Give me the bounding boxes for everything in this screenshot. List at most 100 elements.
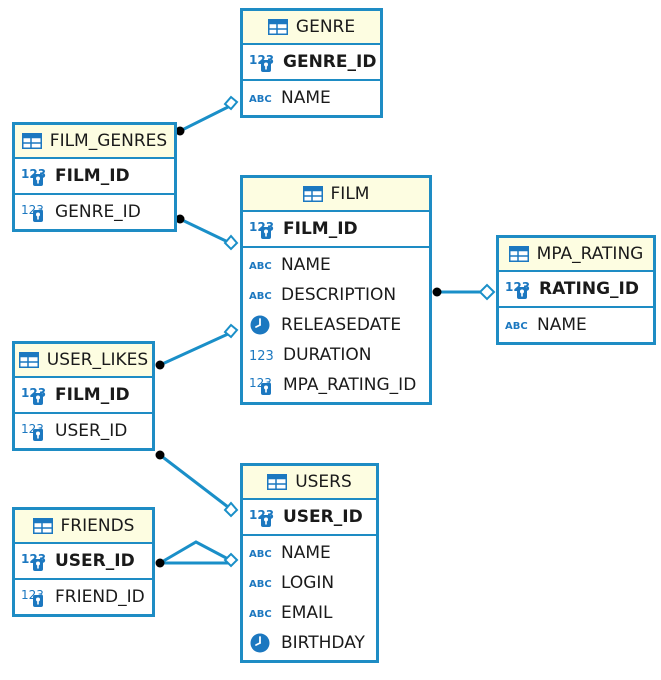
column-name: LOGIN [281,573,335,593]
date-clock-icon [249,632,273,654]
connector-film-genres-genre [179,105,229,133]
numeric-key-icon: 123 [21,586,47,608]
primary-key-column[interactable]: 123 FILM_ID [15,161,174,191]
column-name: NAME [537,315,587,335]
connector-diamond [223,95,239,111]
entity-title: USER_LIKES [46,350,149,370]
column-row[interactable]: 123 MPA_RATING_ID [243,370,429,400]
connector-dot [155,558,165,568]
primary-key-column[interactable]: 123 GENRE_ID [243,47,380,77]
entity-title: GENRE [295,17,356,37]
connector-dot [175,126,185,136]
entity-header: FILM_GENRES [15,125,174,159]
entity-mpa-rating[interactable]: MPA_RATING 123 RATING_ID ABC NAME [496,235,656,345]
column-row[interactable]: RELEASEDATE [243,310,429,340]
primary-key-column[interactable]: 123 USER_ID [15,546,152,576]
entity-users[interactable]: USERS 123 USER_ID ABC NAME ABC LOGIN ABC… [240,463,379,663]
svg-text:ABC: ABC [249,579,272,590]
numeric-key-icon: 123 [21,201,47,223]
columns-section: ABC NAME ABC LOGIN ABC EMAIL BIRTHDAY [243,536,376,660]
entity-film[interactable]: FILM 123 FILM_ID ABC NAME ABC DESCRIPTIO… [240,175,432,405]
column-row[interactable]: ABC LOGIN [243,568,376,598]
column-row[interactable]: 123 GENRE_ID [15,197,174,227]
entity-header: GENRE [243,11,380,45]
connector-diamond [223,552,239,568]
entity-header: USERS [243,466,376,500]
column-name: USER_ID [55,551,135,571]
column-name: EMAIL [281,603,333,623]
connector-dot [155,360,165,370]
column-row[interactable]: ABC NAME [243,83,380,113]
primary-key-section: 123 USER_ID [15,544,152,580]
column-name: MPA_RATING_ID [283,375,417,395]
columns-section: ABC NAME [499,308,653,342]
primary-key-column[interactable]: 123 USER_ID [243,502,376,532]
column-name: FILM_ID [55,166,130,186]
string-abc-icon: ABC [249,572,273,594]
column-row[interactable]: ABC DESCRIPTION [243,280,429,310]
entity-user-likes[interactable]: USER_LIKES 123 FILM_ID 123 USER_ID [12,341,155,451]
column-name: FILM_ID [55,385,130,405]
numeric-key-icon: 123 [21,384,47,406]
connector-diamond [478,283,496,301]
column-name: GENRE_ID [55,202,141,222]
column-row[interactable]: 123 USER_ID [15,416,152,446]
connector-diamond [223,323,239,339]
primary-key-column[interactable]: 123 RATING_ID [499,274,653,304]
column-row[interactable]: ABC NAME [243,538,376,568]
column-row[interactable]: BIRTHDAY [243,628,376,658]
numeric-key-icon: 123 [249,51,275,73]
numeric-key-icon: 123 [505,278,531,300]
column-name: DESCRIPTION [281,285,397,305]
connector-dot [155,450,165,460]
svg-text:ABC: ABC [505,321,528,332]
column-row[interactable]: ABC EMAIL [243,598,376,628]
string-abc-icon: ABC [249,542,273,564]
entity-title: FILM_GENRES [49,131,168,151]
entity-friends[interactable]: FRIENDS 123 USER_ID 123 FRIEND_ID [12,507,155,617]
primary-key-section: 123 USER_ID [243,500,376,536]
primary-key-column[interactable]: 123 FILM_ID [15,380,152,410]
primary-key-section: 123 RATING_ID [499,272,653,308]
primary-key-section: 123 FILM_ID [243,212,429,248]
primary-key-column[interactable]: 123 FILM_ID [243,214,429,244]
entity-header: FRIENDS [15,510,152,544]
entity-genre[interactable]: GENRE 123 GENRE_ID ABC NAME [240,8,383,118]
table-icon [21,133,42,149]
primary-key-section: 123 GENRE_ID [243,45,380,81]
column-name: USER_ID [283,507,363,527]
numeric-key-icon: 123 [21,165,47,187]
svg-text:ABC: ABC [249,609,272,620]
table-icon [508,246,529,262]
svg-text:ABC: ABC [249,261,272,272]
connector-user-likes-users [159,453,229,509]
column-name: BIRTHDAY [281,633,365,653]
column-row[interactable]: 123 DURATION [243,340,429,370]
column-name: FILM_ID [283,219,358,239]
svg-text:ABC: ABC [249,94,272,105]
numeric-key-icon: 123 [249,218,275,240]
column-row[interactable]: ABC NAME [499,310,653,340]
svg-text:ABC: ABC [249,549,272,560]
connector-dot [432,287,442,297]
column-row[interactable]: ABC NAME [243,250,429,280]
numeric-icon: 123 [249,344,275,366]
entity-film-genres[interactable]: FILM_GENRES 123 FILM_ID 123 GENRE_ID [12,122,177,232]
string-abc-icon: ABC [505,314,529,336]
connector-dot [175,214,185,224]
column-name: FRIEND_ID [55,587,145,607]
primary-key-section: 123 FILM_ID [15,378,152,414]
date-clock-icon [249,314,273,336]
connector-friends-users-a [159,540,231,565]
column-name: NAME [281,88,331,108]
entity-title: FRIENDS [60,516,135,536]
connector-user-likes-film [159,332,229,367]
column-name: USER_ID [55,421,128,441]
column-name: RATING_ID [539,279,639,299]
svg-text:123: 123 [249,349,274,364]
column-row[interactable]: 123 FRIEND_ID [15,582,152,612]
numeric-key-icon: 123 [249,374,275,396]
column-name: NAME [281,543,331,563]
primary-key-section: 123 FILM_ID [15,159,174,195]
